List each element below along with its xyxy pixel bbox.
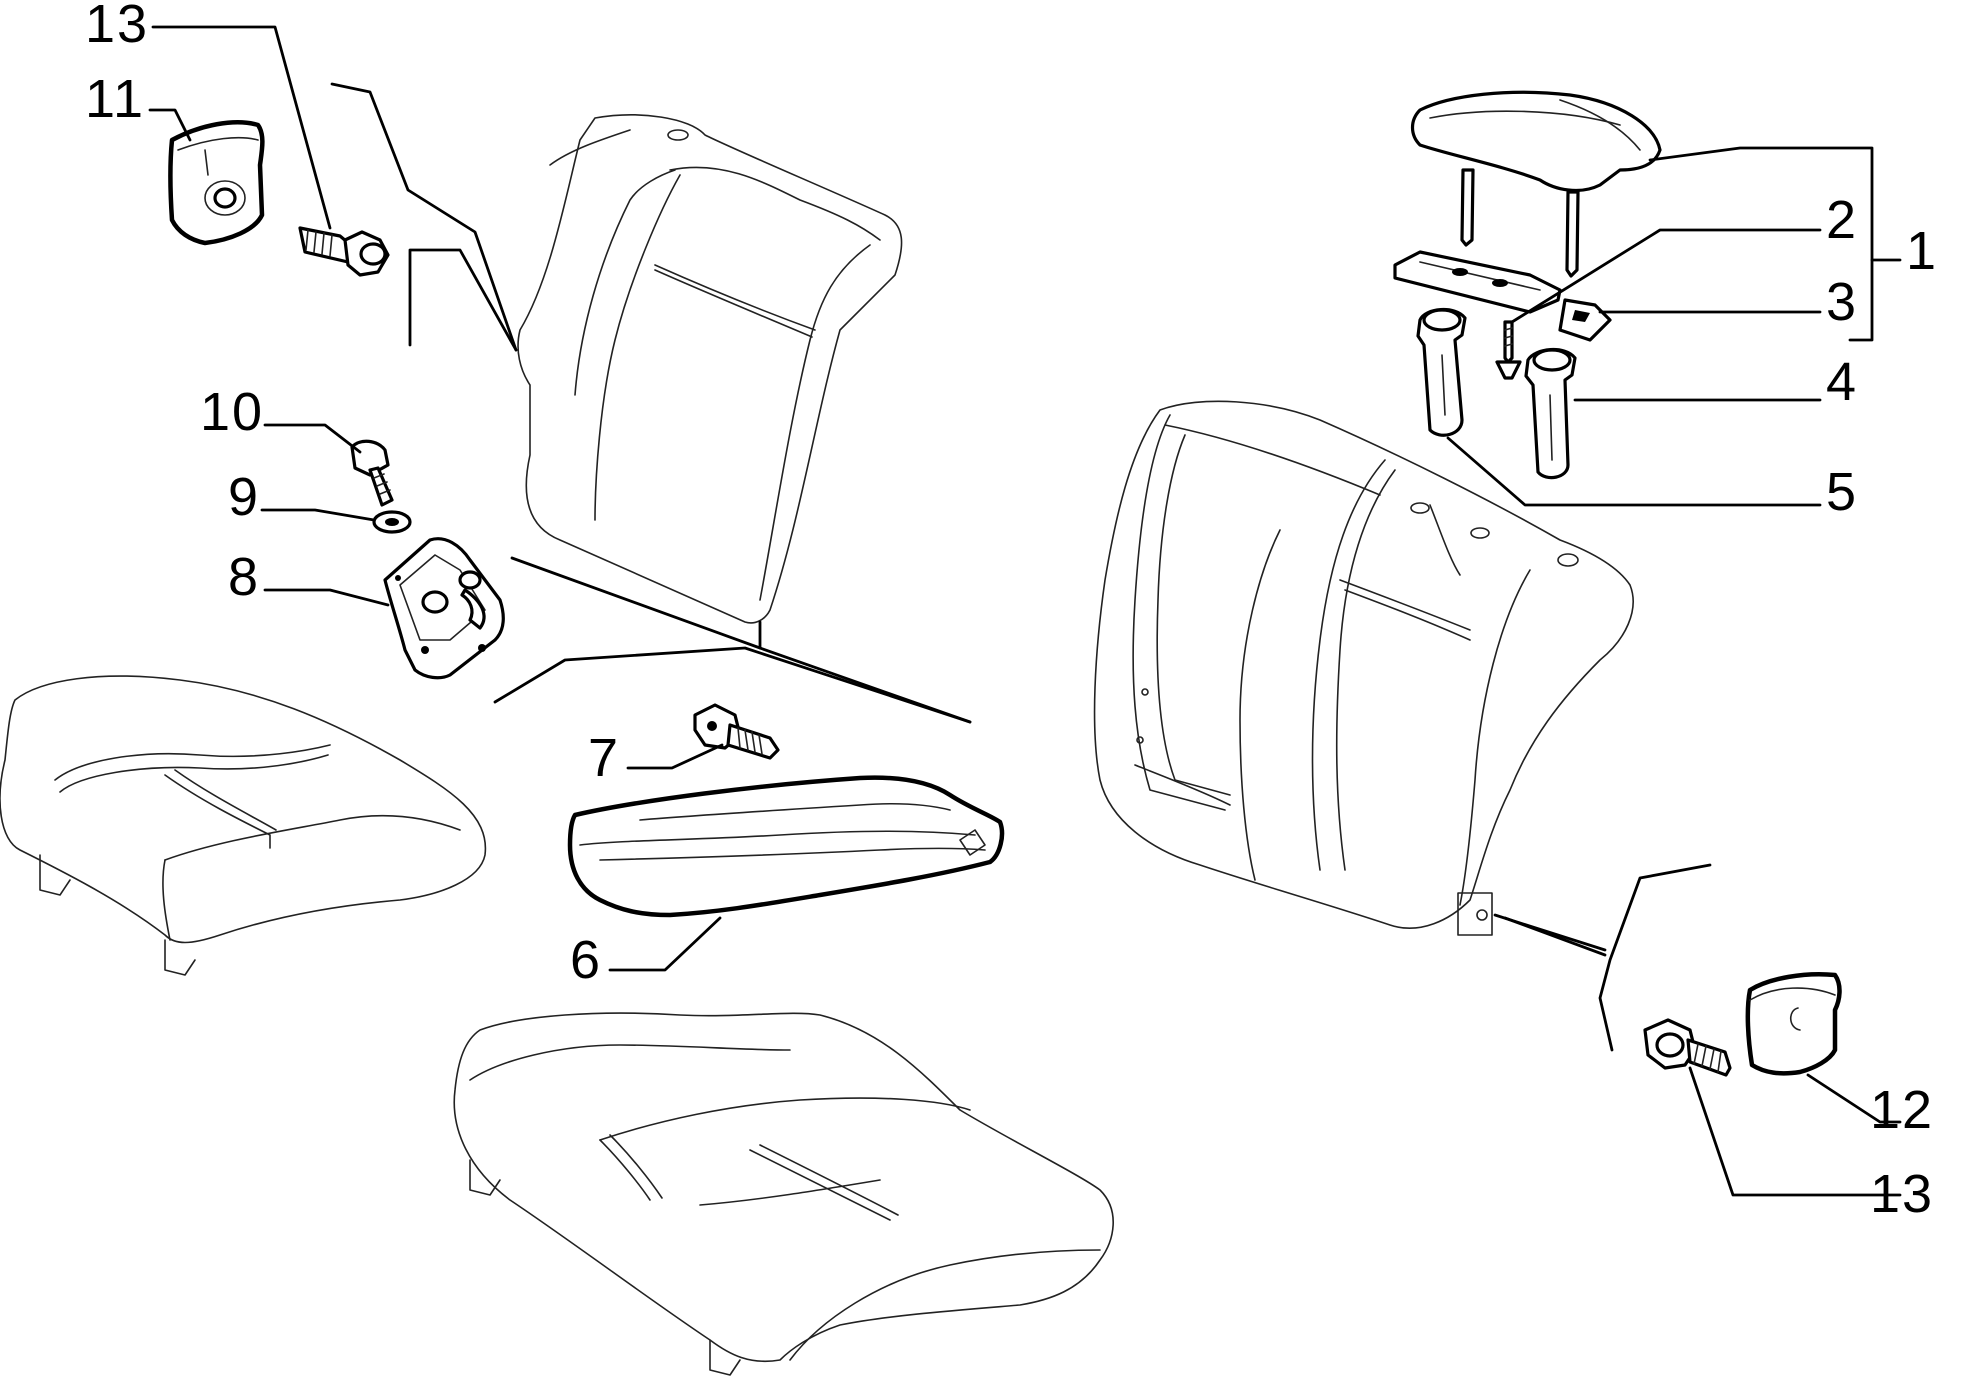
right-pivot-bracket-lines [1493, 863, 1712, 1052]
headrest-guide-plate-part-3 [1393, 250, 1612, 342]
cover-cap-part-11 [168, 120, 265, 246]
callout-13-bottom: 13 [1870, 1164, 1934, 1224]
left-back-bracket-lines [330, 82, 972, 724]
left-seat-cushion [0, 675, 487, 976]
callout-10: 10 [200, 382, 264, 442]
screw-part-2 [1495, 320, 1522, 380]
callout-12: 12 [1870, 1080, 1934, 1140]
callout-4: 4 [1826, 352, 1858, 412]
callout-1: 1 [1906, 221, 1938, 281]
hinge-plate-part-8 [383, 537, 505, 680]
callout-5: 5 [1826, 462, 1858, 522]
callout-labels: 13 11 10 9 8 7 6 1 2 3 4 5 12 13 [85, 0, 1938, 1224]
callout-2: 2 [1826, 190, 1858, 250]
center-seat-cushion [453, 1012, 1114, 1376]
callout-13-top: 13 [85, 0, 149, 54]
washer-part-9 [372, 510, 412, 534]
bolt-part-7 [693, 703, 780, 760]
headrest-guide-part-4 [1524, 348, 1577, 480]
armrest-cushion-part-6 [567, 775, 1005, 918]
bolt-part-13-top [298, 226, 390, 277]
headrest-part-1 [1410, 90, 1662, 278]
callout-11: 11 [85, 69, 145, 129]
bolt-part-13-bottom [1643, 1018, 1732, 1077]
cover-cap-part-12 [1745, 972, 1842, 1076]
headrest-guide-part-5 [1416, 308, 1467, 437]
leader-lines [148, 25, 1902, 1197]
callout-7: 7 [588, 728, 620, 788]
right-seat-back [1093, 400, 1634, 936]
bolt-part-10 [350, 439, 394, 507]
callout-8: 8 [228, 547, 260, 607]
left-seat-back [517, 114, 903, 624]
callout-6: 6 [570, 930, 602, 990]
callout-3: 3 [1826, 272, 1858, 332]
callout-9: 9 [228, 467, 260, 527]
